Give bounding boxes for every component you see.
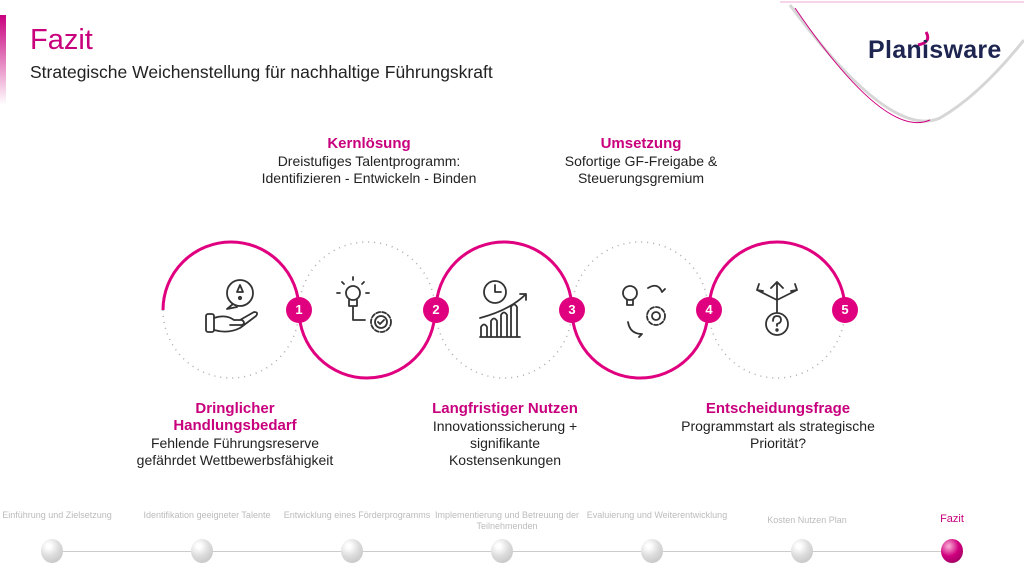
circle-5-solid-arc [707,240,847,311]
step-1-text: Dringlicher Handlungsbedarf Fehlende Füh… [120,400,350,469]
circle-2-solid-arc [297,309,437,380]
step-3-text: Langfristiger Nutzen Innovationssicherun… [390,400,620,469]
logo-swoosh [780,1,1024,124]
circle-1-solid-arc [161,240,301,311]
step-5-text: Entscheidungsfrage Programmstart als str… [663,400,893,452]
step-heading: Umsetzung [600,135,682,152]
lightbulb-gear-icon [336,276,392,333]
circle-3-dotted-arc [435,309,573,379]
nav-dot-4[interactable] [491,539,513,563]
step-description: Dreistufiges Talentprogramm: Identifizie… [261,153,477,186]
step-heading: Langfristiger Nutzen [432,400,578,417]
nav-label-6[interactable]: Kosten Nutzen Plan [767,515,847,525]
step-badge-2: 2 [423,297,449,323]
step-heading: Kernlösung [327,135,411,152]
page-subtitle: Strategische Weichenstellung für nachhal… [30,62,493,82]
planisware-logo: Planisware [868,36,1002,64]
step-description: Innovationssicherung + signifikante Kost… [432,418,578,468]
nav-dot-1[interactable] [41,539,63,563]
nav-label-7[interactable]: Fazit [940,513,964,525]
nav-dot-2[interactable] [191,539,213,563]
circle-3-solid-arc [434,240,574,311]
step-2-text: Kernlösung Dreistufiges Talentprogramm: … [254,135,484,187]
step-badge-4: 4 [696,297,722,323]
step-badge-5: 5 [832,297,858,323]
accent-bar [0,15,6,105]
step-description: Sofortige GF-Freigabe & Steuerungsgremiu… [564,153,718,186]
nav-dot-7-active[interactable] [941,539,963,563]
nav-label-1[interactable]: Einführung und Zielsetzung [2,510,112,520]
step-description: Programmstart als strategische Priorität… [681,418,875,451]
nav-label-5[interactable]: Evaluierung und Weiterentwicklung [586,510,728,520]
circle-2-dotted-arc [298,241,436,311]
decision-arrows-icon [756,281,798,336]
circle-4-solid-arc [570,309,710,380]
nav-label-3[interactable]: Entwicklung eines Förderprogramms [283,510,431,520]
step-description: Fehlende Führungsreserve gefährdet Wettb… [136,435,334,468]
hand-exclamation-icon [205,279,259,333]
nav-dot-6[interactable] [791,539,813,563]
circle-5-dotted-arc [708,309,846,379]
page-title: Fazit [30,24,93,56]
nav-dot-5[interactable] [641,539,663,563]
circle-4-dotted-arc [571,241,709,311]
step-heading: Entscheidungsfrage [705,400,851,417]
step-heading: Dringlicher Handlungsbedarf [173,400,297,434]
step-badge-1: 1 [286,297,312,323]
circle-1-dotted-arc [162,309,300,379]
growth-chart-clock-icon [479,280,527,338]
step-4-text: Umsetzung Sofortige GF-Freigabe & Steuer… [526,135,756,187]
nav-dot-3[interactable] [341,539,363,563]
nav-label-2[interactable]: Identifikation geeigneter Talente [143,510,271,520]
idea-gears-cycle-icon [622,284,666,338]
step-badge-3: 3 [559,297,585,323]
nav-label-4[interactable]: Implementierung und Betreuung der Teilne… [434,510,580,531]
